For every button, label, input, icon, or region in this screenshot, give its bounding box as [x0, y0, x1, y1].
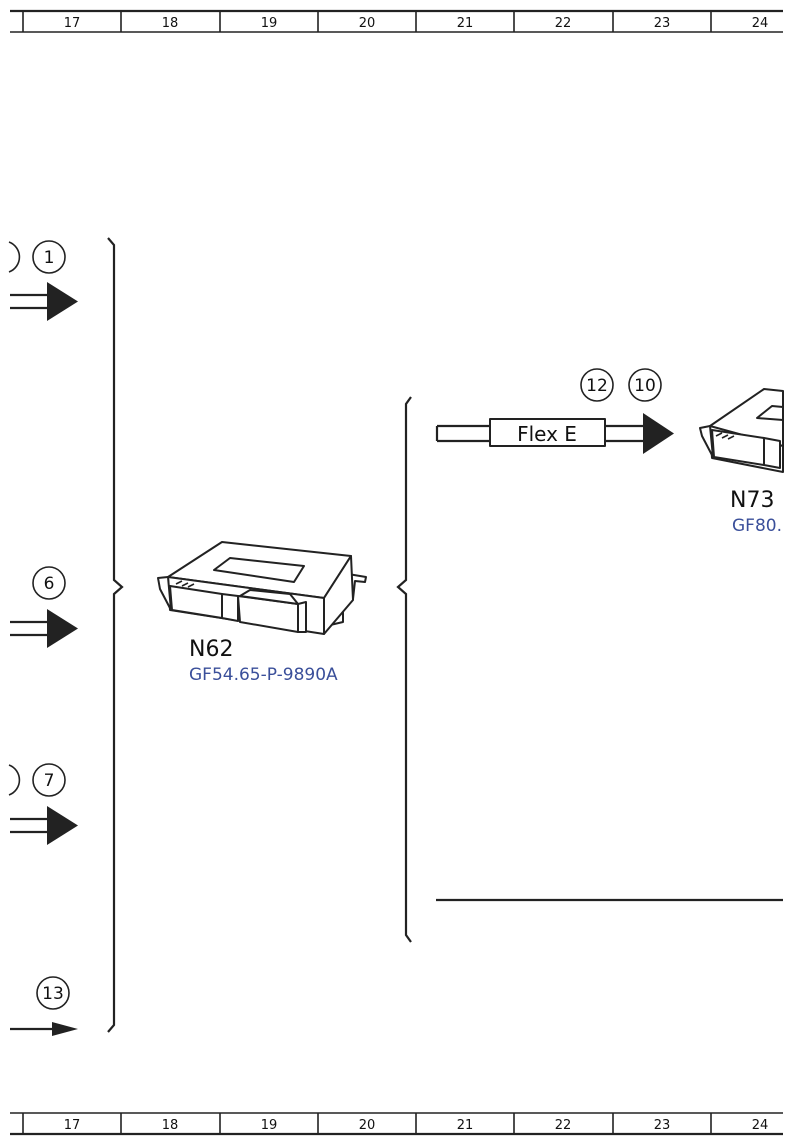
flex-e-bus-arrow [435, 413, 674, 454]
grid-column-label: 24 [752, 1118, 769, 1133]
connector-number: 1 [44, 248, 55, 268]
connector-bubble-12[interactable]: 12 [580, 368, 614, 402]
grid-column-label: 19 [261, 16, 278, 31]
connector-bubble-partial-left [8, 764, 21, 796]
grid-column-label: 21 [457, 1118, 474, 1133]
component-reference-link-n73[interactable]: GF80. [732, 516, 782, 536]
grid-column-label: 23 [654, 1118, 671, 1133]
connector-number: 7 [44, 771, 55, 791]
bus-arrow-6 [10, 609, 78, 648]
connector-number: 10 [634, 376, 656, 396]
grid-column-label: 20 [359, 16, 376, 31]
connector-number: 13 [42, 984, 64, 1004]
grid-column-label: 18 [162, 16, 179, 31]
connector-bubble-13[interactable]: 13 [36, 976, 70, 1010]
connector-bubble-6[interactable]: 6 [32, 566, 66, 600]
component-name-n73: N73 [730, 488, 774, 513]
bottom-grid-ruler: 17 18 19 20 21 22 23 24 [10, 1112, 783, 1136]
bus-arrow-7 [10, 806, 78, 845]
grid-column-label: 24 [752, 16, 769, 31]
component-reference-link-n62[interactable]: GF54.65-P-9890A [189, 665, 338, 685]
flex-e-label: Flex E [517, 422, 577, 446]
grid-column-label: 17 [64, 16, 81, 31]
grid-column-label: 21 [457, 16, 474, 31]
group-brace-right [396, 396, 412, 943]
grid-column-label: 20 [359, 1118, 376, 1133]
grid-column-label: 22 [555, 16, 572, 31]
component-name-n62: N62 [189, 637, 233, 662]
top-grid-ruler: 17 18 19 20 21 22 23 24 [10, 9, 783, 33]
control-unit-n62-icon[interactable] [157, 541, 367, 635]
flex-e-label-box: Flex E [489, 418, 606, 447]
grid-column-label: 19 [261, 1118, 278, 1133]
connector-bubble-1[interactable]: 1 [32, 240, 66, 274]
grid-column-label: 22 [555, 1118, 572, 1133]
single-line-arrow-13 [10, 1022, 78, 1036]
group-brace-left [107, 237, 124, 1033]
connector-bubble-partial-left [8, 241, 21, 273]
connector-number: 6 [44, 574, 55, 594]
bus-arrow-1 [10, 282, 78, 321]
connector-number: 12 [586, 376, 608, 396]
connector-bubble-10[interactable]: 10 [628, 368, 662, 402]
grid-column-label: 18 [162, 1118, 179, 1133]
grid-column-label: 17 [64, 1118, 81, 1133]
connector-bubble-7[interactable]: 7 [32, 763, 66, 797]
control-unit-n73-icon[interactable] [699, 388, 784, 473]
grid-column-label: 23 [654, 16, 671, 31]
